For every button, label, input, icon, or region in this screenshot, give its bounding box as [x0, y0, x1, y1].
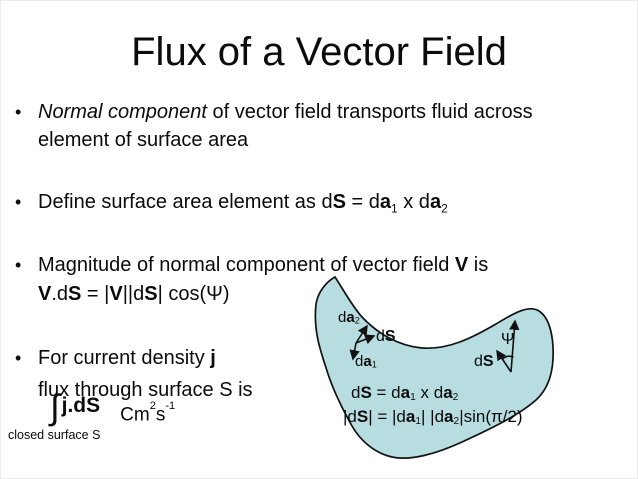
bullet-define-surface: • Define surface area element as dS = da…: [15, 188, 448, 222]
label-ds-small: dS: [376, 328, 396, 345]
bullet-line: element of surface area: [38, 129, 249, 151]
integral-expression: ∫ j.dS Cm2s-1: [50, 388, 176, 430]
diagram-formula-cross: dS = da1 x da2: [351, 383, 459, 403]
integral-sign: ∫: [50, 388, 60, 427]
bullet-marker: •: [15, 255, 22, 275]
surface-blob: [314, 275, 554, 459]
bullet-line: Normal component of vector field transpo…: [38, 101, 533, 123]
label-psi: Ψ: [501, 331, 515, 348]
surface-diagram: da2 dS da1 Ψ dS dS = da1 x da2 |dS| = |d…: [296, 262, 580, 476]
flux-units: Cm2s-1: [120, 400, 176, 426]
diagram-formula-magnitude: |dS| = |da1| |da2|sin(π/2): [343, 407, 523, 427]
angle-arc: [501, 355, 514, 361]
bullet-text: Define surface area element as dS = da1 …: [38, 188, 448, 222]
bullet-text: Normal component of vector field transpo…: [38, 98, 533, 154]
bullet-text: For current density j: [38, 344, 216, 372]
normal-vector-arrow: [509, 319, 520, 373]
integral-integrand: j.dS: [61, 394, 101, 417]
ds-right-arrow: [496, 349, 512, 373]
bullet-marker: •: [15, 192, 22, 212]
label-da2: da2: [338, 309, 360, 326]
da1-arrow: [349, 342, 360, 361]
bullet-normal-component: • Normal component of vector field trans…: [15, 98, 533, 154]
bullet-line: Define surface area element as dS = da1 …: [38, 191, 448, 216]
ds-arrow: [355, 334, 376, 345]
bullet-current-density: • For current density j: [15, 344, 216, 372]
formula-vds: V.dS = |V||dS| cos(Ψ): [38, 283, 230, 305]
bullet-marker: •: [15, 102, 22, 122]
surface-diagram-svg: [314, 275, 554, 459]
bullet-marker: •: [15, 348, 22, 368]
bullet-line: For current density j: [38, 347, 216, 369]
da2-arrow: [355, 324, 368, 344]
bullet-magnitude: • Magnitude of normal component of vecto…: [15, 251, 488, 309]
label-da1: da1: [355, 353, 377, 370]
integral-caption: closed surface S: [8, 428, 101, 442]
slide-title: Flux of a Vector Field: [131, 30, 507, 74]
bullet-line: Magnitude of normal component of vector …: [38, 254, 489, 276]
label-ds-right: dS: [474, 353, 494, 370]
flux-through-line: flux through surface S is: [38, 379, 253, 401]
bullet-text: Magnitude of normal component of vector …: [38, 251, 488, 309]
